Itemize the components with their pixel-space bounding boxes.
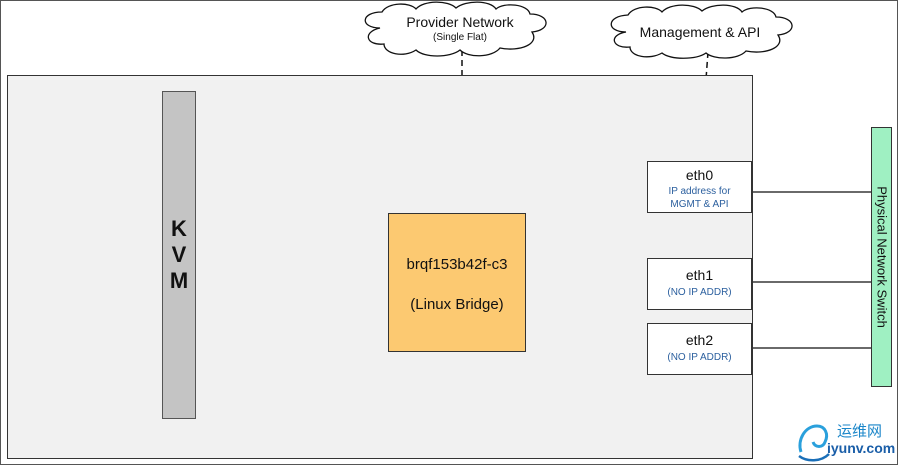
interface-detail: IP address for: [668, 186, 731, 197]
interface-eth0: eth0 IP address for MGMT & API: [647, 161, 752, 213]
interface-eth1: eth1 (NO IP ADDR): [647, 258, 752, 310]
watermark-cn: 运维网: [837, 423, 883, 440]
interface-name: eth0: [685, 167, 714, 183]
kvm-letter-k: K: [171, 216, 187, 241]
kvm-hypervisor: K V M: [162, 91, 196, 419]
provider-cloud-subtitle: (Single Flat): [433, 32, 487, 43]
interface-detail: (NO IP ADDR): [667, 352, 732, 363]
linux-bridge: brqf153b42f-c3 (Linux Bridge): [388, 213, 526, 352]
management-cloud: Management & API: [630, 24, 770, 40]
bridge-type: (Linux Bridge): [410, 296, 504, 313]
provider-cloud-shape: [364, 1, 547, 57]
watermark: 运维网 iyunv.com: [795, 418, 895, 464]
provider-cloud-title: Provider Network: [406, 14, 514, 30]
interface-name: eth1: [685, 267, 714, 283]
bridge-name: brqf153b42f-c3: [406, 256, 508, 273]
interface-detail: (NO IP ADDR): [667, 287, 732, 298]
interface-eth2: eth2 (NO IP ADDR): [647, 323, 752, 375]
interface-detail: MGMT & API: [670, 199, 729, 210]
switch-label: Physical Network Switch: [874, 186, 889, 328]
management-cloud-shape: [610, 4, 793, 59]
provider-cloud: Provider Network (Single Flat): [390, 14, 530, 43]
watermark-en: iyunv.com: [827, 440, 896, 456]
physical-network-switch: Physical Network Switch: [871, 127, 892, 387]
management-cloud-title: Management & API: [639, 24, 761, 40]
kvm-letter-m: M: [169, 268, 189, 293]
interface-name: eth2: [685, 332, 714, 348]
kvm-letter-v: V: [171, 242, 187, 267]
watermark-logo-icon: [798, 424, 830, 462]
compute-host: [7, 75, 753, 459]
